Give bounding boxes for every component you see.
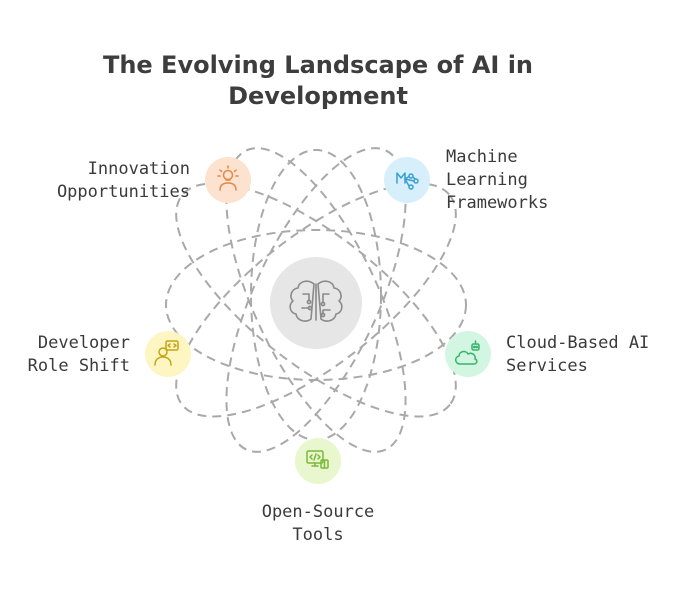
node-cloud-ai <box>445 331 491 377</box>
node-developer-role <box>145 331 191 377</box>
label-developer-role-line-1: Developer <box>37 333 130 353</box>
label-developer-role: Developer Role Shift <box>10 332 130 378</box>
label-ml-frameworks-line-1: Machine <box>446 147 518 167</box>
label-open-source-line-2: Tools <box>292 525 344 545</box>
code-monitor-icon <box>306 450 329 469</box>
cloud-robot-icon <box>455 340 480 365</box>
label-innovation-line-2: Opportunities <box>56 182 190 202</box>
label-ml-frameworks-line-2: Learning <box>446 170 528 190</box>
node-open-source-circle <box>295 438 341 484</box>
label-innovation: Innovation Opportunities <box>40 158 190 204</box>
node-developer-role-circle <box>145 331 191 377</box>
developer-code-icon <box>154 340 179 366</box>
label-cloud-ai: Cloud-Based AI Services <box>506 332 686 378</box>
node-innovation <box>205 157 251 203</box>
diagram-title: The Evolving Landscape of AI in Developm… <box>48 50 588 112</box>
orbit-ring-diagonal-b <box>175 182 457 418</box>
label-innovation-line-1: Innovation <box>87 159 190 179</box>
label-cloud-ai-line-1: Cloud-Based AI <box>506 333 650 353</box>
orbit-ring-diagonal-d <box>225 147 407 453</box>
brain-circuit-icon <box>289 280 343 322</box>
label-cloud-ai-line-2: Services <box>506 356 588 376</box>
node-ml-frameworks <box>384 157 430 203</box>
lightbulb-person-icon <box>217 165 239 191</box>
label-ml-frameworks: Machine Learning Frameworks <box>446 146 606 215</box>
title-line-1: The Evolving Landscape of AI in <box>102 51 534 79</box>
label-open-source: Open-Source Tools <box>238 501 398 547</box>
center-node <box>270 257 362 349</box>
network-nodes-icon <box>396 172 419 190</box>
title-line-2: Development <box>228 82 408 110</box>
node-open-source <box>295 438 341 484</box>
label-open-source-line-1: Open-Source <box>261 502 375 522</box>
orbit-ring-diagonal-a <box>175 182 457 418</box>
label-developer-role-line-2: Role Shift <box>27 356 130 376</box>
label-ml-frameworks-line-3: Frameworks <box>446 193 549 213</box>
